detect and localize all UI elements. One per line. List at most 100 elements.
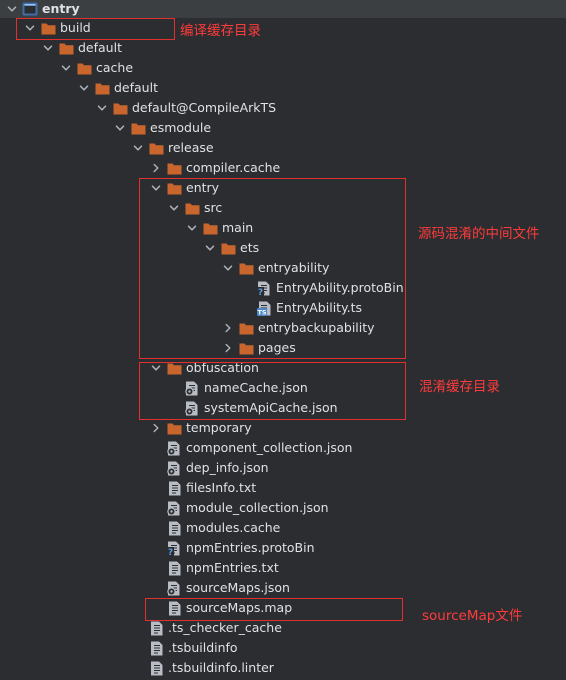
tree-item-label: temporary [186, 420, 252, 435]
tree-folder-default[interactable]: default [0, 38, 566, 58]
text-file-icon [166, 560, 182, 576]
tree-file-sourcemaps-map[interactable]: sourceMaps.map [0, 598, 566, 618]
chevron-down-icon[interactable] [204, 238, 216, 258]
chevron-down-icon[interactable] [186, 218, 198, 238]
tree-file-npmentries-txt[interactable]: npmEntries.txt [0, 558, 566, 578]
tree-item-label: build [60, 20, 91, 35]
tree-folder-src[interactable]: src [0, 198, 566, 218]
folder-icon [166, 420, 182, 436]
tree-file-dep-info-json[interactable]: dep_info.json [0, 458, 566, 478]
tree-folder-ets[interactable]: ets [0, 238, 566, 258]
tree-folder-default-compilearkts[interactable]: default@CompileArkTS [0, 98, 566, 118]
tree-item-label: default [114, 80, 158, 95]
json-file-icon [166, 460, 182, 476]
tree-item-label: entryability [258, 260, 330, 275]
folder-icon [76, 60, 92, 76]
tree-item-label: sourceMaps.map [186, 600, 293, 615]
tree-file-modules-cache[interactable]: modules.cache [0, 518, 566, 538]
tree-folder-compiler-cache[interactable]: compiler.cache [0, 158, 566, 178]
chevron-down-icon[interactable] [150, 178, 162, 198]
json-file-icon [166, 440, 182, 456]
chevron-down-icon[interactable] [78, 78, 90, 98]
tree-folder-temporary[interactable]: temporary [0, 418, 566, 438]
chevron-down-icon[interactable] [168, 198, 180, 218]
unknown-file-icon: ? [256, 280, 272, 296]
tree-item-label: .ts_checker_cache [168, 620, 282, 635]
tree-folder-obfuscation[interactable]: obfuscation [0, 358, 566, 378]
chevron-down-icon[interactable] [114, 118, 126, 138]
tree-item-label: default [78, 40, 122, 55]
tree-folder-build[interactable]: build [0, 18, 566, 38]
tree-item-label: src [204, 200, 223, 215]
folder-icon [58, 40, 74, 56]
tree-file-tsbuildinfo-linter[interactable]: .tsbuildinfo.linter [0, 658, 566, 678]
obfuscation-highlight-box [139, 362, 406, 420]
tree-file-npmentries-protobin[interactable]: ?npmEntries.protoBin [0, 538, 566, 558]
tree-folder-release[interactable]: release [0, 138, 566, 158]
text-file-icon [166, 480, 182, 496]
json-file-icon [184, 380, 200, 396]
tree-item-label: npmEntries.protoBin [186, 540, 315, 555]
tree-folder-pages[interactable]: pages [0, 338, 566, 358]
tree-file-component-collection-json[interactable]: component_collection.json [0, 438, 566, 458]
entry-highlight-box [139, 178, 406, 359]
chevron-down-icon[interactable] [6, 0, 18, 19]
tree-folder-esmodule[interactable]: esmodule [0, 118, 566, 138]
chevron-down-icon[interactable] [96, 98, 108, 118]
folder-icon [166, 360, 182, 376]
build-annotation: 编译缓存目录 [180, 23, 261, 39]
tree-item-label: pages [258, 340, 296, 355]
tree-item-label: systemApiCache.json [204, 400, 338, 415]
tree-item-label: main [222, 220, 254, 235]
chevron-down-icon[interactable] [42, 38, 54, 58]
folder-icon [238, 320, 254, 336]
folder-icon [112, 100, 128, 116]
tree-item-label: npmEntries.txt [186, 560, 279, 575]
tree-item-label: nameCache.json [204, 380, 308, 395]
tree-item-label: modules.cache [186, 520, 281, 535]
obfuscation-annotation: 混淆缓存目录 [419, 379, 500, 395]
tree-item-label: compiler.cache [186, 160, 281, 175]
folder-icon [130, 120, 146, 136]
folder-icon [238, 340, 254, 356]
tree-file-entryability-protobin[interactable]: ? EntryAbility.protoBin [0, 278, 566, 298]
tree-item-label: default@CompileArkTS [132, 100, 277, 115]
chevron-right-icon[interactable] [222, 338, 234, 358]
tree-file-filesinfo-txt[interactable]: filesInfo.txt [0, 478, 566, 498]
tree-file-tsbuildinfo[interactable]: .tsbuildinfo [0, 638, 566, 658]
tree-item-label: EntryAbility.protoBin [276, 280, 404, 295]
chevron-down-icon[interactable] [24, 18, 36, 38]
tree-item-label: entry [186, 180, 220, 195]
tree-item-label: entrybackupability [258, 320, 375, 335]
tree-folder-entryability[interactable]: entryability [0, 258, 566, 278]
tree-folder-entry[interactable]: entry [0, 0, 566, 18]
chevron-down-icon[interactable] [132, 138, 144, 158]
chevron-right-icon[interactable] [150, 158, 162, 178]
tree-file-ts-checker-cache[interactable]: .ts_checker_cache [0, 618, 566, 638]
tree-item-label: component_collection.json [186, 440, 353, 455]
folder-icon [148, 140, 164, 156]
tree-item-label: .tsbuildinfo.linter [168, 660, 274, 675]
chevron-right-icon[interactable] [222, 318, 234, 338]
tree-folder-entry[interactable]: entry [0, 178, 566, 198]
typescript-file-icon: TS [256, 300, 272, 316]
svg-text:TS: TS [257, 308, 266, 316]
tree-file-systemapicache-json[interactable]: systemApiCache.json [0, 398, 566, 418]
svg-text:?: ? [258, 288, 263, 296]
tree-folder-main[interactable]: main [0, 218, 566, 238]
text-file-icon [148, 660, 164, 676]
folder-icon [202, 220, 218, 236]
tree-file-namecache-json[interactable]: nameCache.json [0, 378, 566, 398]
tree-folder-cache[interactable]: cache [0, 58, 566, 78]
chevron-down-icon[interactable] [60, 58, 72, 78]
tree-file-module-collection-json[interactable]: module_collection.json [0, 498, 566, 518]
text-file-icon [148, 620, 164, 636]
tree-folder-entrybackupability[interactable]: entrybackupability [0, 318, 566, 338]
chevron-down-icon[interactable] [150, 358, 162, 378]
chevron-right-icon[interactable] [150, 418, 162, 438]
tree-file-sourcemaps-json[interactable]: sourceMaps.json [0, 578, 566, 598]
tree-folder-default[interactable]: default [0, 78, 566, 98]
folder-icon [40, 20, 56, 36]
chevron-down-icon[interactable] [222, 258, 234, 278]
